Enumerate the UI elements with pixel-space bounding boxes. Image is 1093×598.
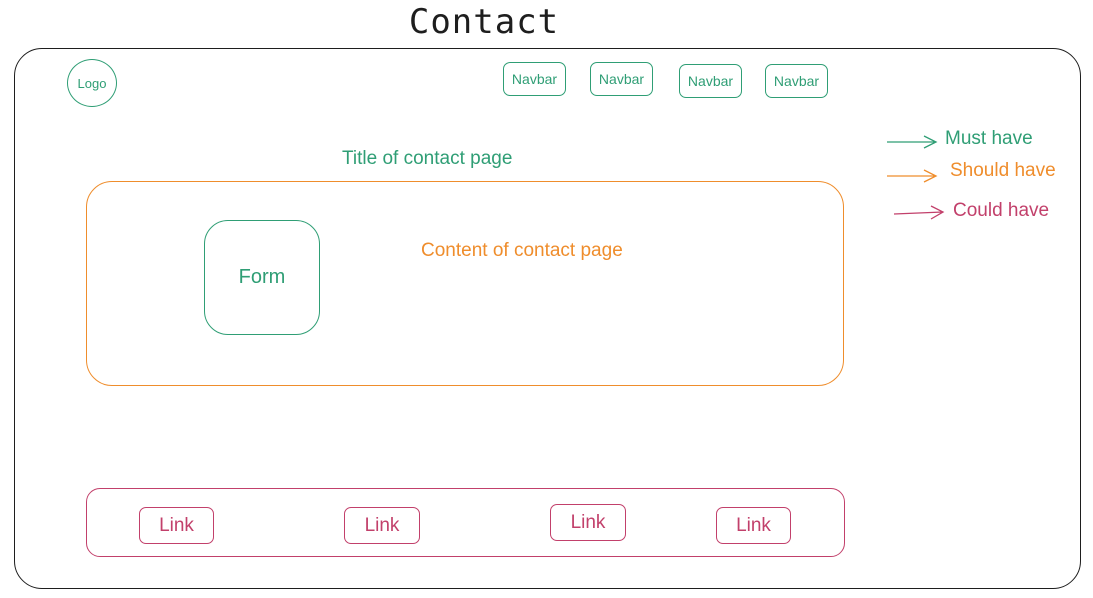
should-have-arrow-icon	[887, 169, 938, 183]
legend-could-have: Could have	[953, 200, 1050, 221]
navbar-item-2: Navbar	[590, 62, 653, 96]
navbar-item-3: Navbar	[679, 64, 742, 98]
could-have-arrow-icon	[893, 205, 945, 220]
content-label: Content of contact page	[421, 240, 623, 261]
contact-page-title: Title of contact page	[342, 148, 513, 169]
footer-link-1: Link	[139, 507, 214, 544]
footer-link-4: Link	[716, 507, 791, 544]
footer-section	[86, 488, 845, 557]
form-box: Form	[204, 220, 320, 335]
navbar-item-1: Navbar	[503, 62, 566, 96]
content-section	[86, 181, 844, 386]
legend-should-have: Should have	[950, 160, 1056, 181]
page-frame	[14, 48, 1081, 589]
logo: Logo	[67, 59, 117, 107]
navbar-item-4: Navbar	[765, 64, 828, 98]
page-heading: Contact	[408, 2, 560, 42]
must-have-arrow-icon	[887, 135, 938, 149]
footer-link-3: Link	[550, 504, 626, 541]
legend-must-have: Must have	[945, 128, 1033, 149]
footer-link-2: Link	[344, 507, 420, 544]
